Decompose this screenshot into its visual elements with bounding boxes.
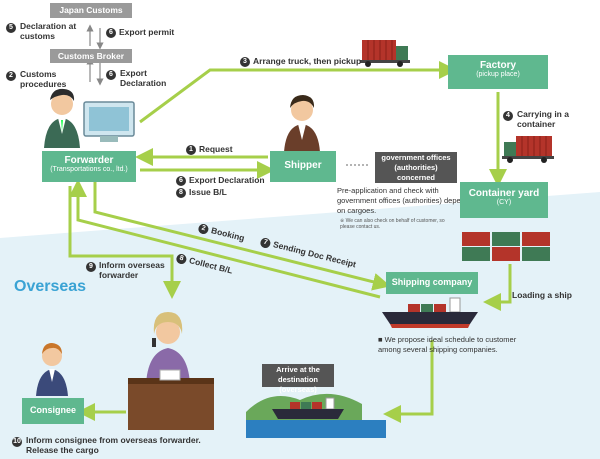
step6-decl-label: 6 bbox=[106, 69, 119, 80]
step5-label: 5 bbox=[6, 22, 19, 33]
step2-text: Customs procedures bbox=[20, 69, 67, 89]
step10-label: 10 bbox=[12, 436, 22, 447]
step6-decl-text: Export Declaration bbox=[120, 68, 167, 88]
shipper-box: Shipper bbox=[270, 151, 336, 182]
step9-text: Inform overseas forwarder bbox=[99, 260, 165, 280]
forwarder-box: Forwarder (Transportations co., ltd.) bbox=[42, 151, 136, 182]
gov-small-note: ※ We can also check on behalf of custome… bbox=[340, 218, 445, 230]
customs-broker-box: Customs Broker bbox=[50, 49, 132, 63]
step4-text: Carrying in a container bbox=[517, 109, 569, 129]
arrive-box: Arrive at the destination (overseas) bbox=[262, 364, 334, 394]
gov-note: Pre-application and check with governmen… bbox=[337, 186, 470, 215]
overseas-label: Overseas bbox=[14, 278, 87, 295]
step10-text: Inform consignee from overseas forwarder… bbox=[26, 435, 201, 455]
step9-label: 9 bbox=[86, 261, 99, 272]
step4-label: 4 bbox=[503, 110, 516, 121]
shipping-note: ■ We propose ideal schedule to customer … bbox=[378, 335, 517, 354]
step2-label: 2 bbox=[6, 70, 19, 81]
consignee-box: Consignee bbox=[22, 398, 84, 424]
step5-text: Declaration at customs bbox=[20, 21, 77, 41]
loading-label: Loading a ship bbox=[512, 290, 572, 300]
japan-customs-box: Japan Customs bbox=[50, 3, 132, 18]
container-yard-box: Container yard (CY) bbox=[460, 182, 548, 218]
factory-box: Factory (pickup place) bbox=[448, 55, 548, 89]
gov-offices-box: government offices (authorities) concern… bbox=[375, 152, 457, 183]
shipping-company-box: Shipping company bbox=[386, 272, 478, 294]
